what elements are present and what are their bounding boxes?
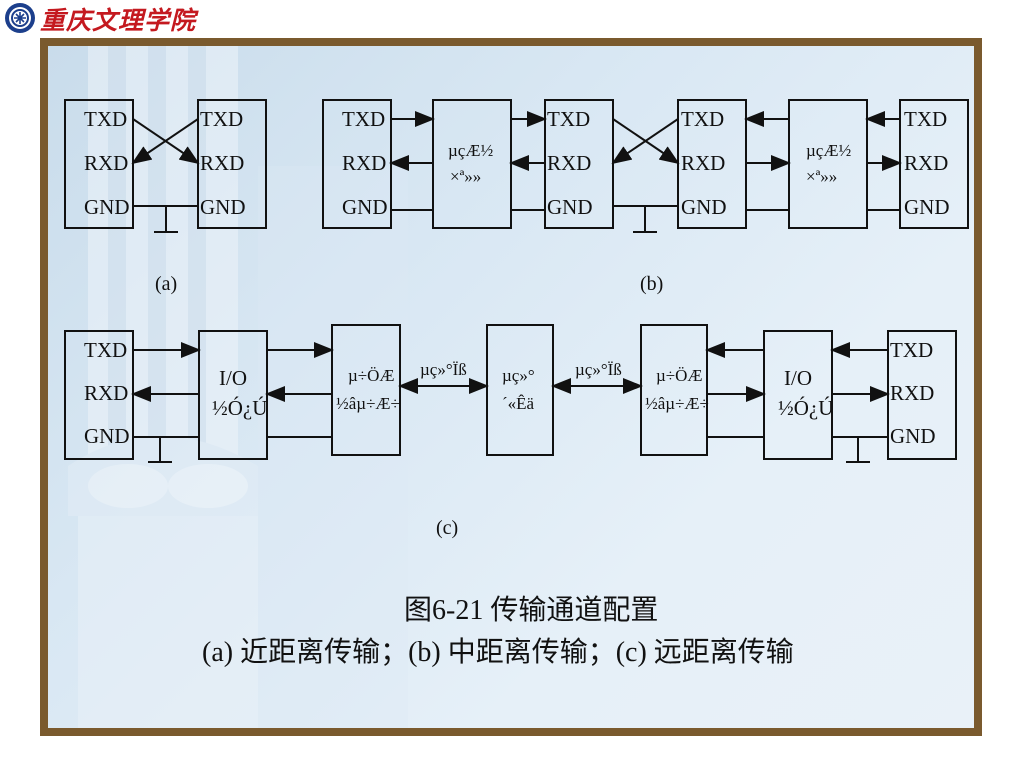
b-modem2-line1: µçÆ½ bbox=[806, 141, 851, 160]
c-io1-line1: I/O bbox=[219, 366, 247, 390]
a-right-gnd: GND bbox=[200, 195, 246, 219]
b-mid2-rxd: RXD bbox=[681, 151, 725, 175]
c-line-label-1: µç»°Ïß bbox=[420, 360, 467, 379]
c-io2-line2: ½Ó¿Ú bbox=[778, 396, 833, 420]
c-line-label-2: µç»°Ïß bbox=[575, 360, 622, 379]
c-left-txd: TXD bbox=[84, 338, 127, 362]
c-exchange-line2: ´«Êä bbox=[502, 394, 535, 413]
school-name: 重庆文理学院 bbox=[40, 6, 197, 35]
c-left-gnd: GND bbox=[84, 424, 130, 448]
c-io2-line1: I/O bbox=[784, 366, 812, 390]
b-right-txd: TXD bbox=[904, 107, 947, 131]
b-right-gnd: GND bbox=[904, 195, 950, 219]
c-right-txd: TXD bbox=[890, 338, 933, 362]
figure-subtitle: (a) 近距离传输；(b) 中距离传输；(c) 远距离传输 bbox=[202, 637, 794, 668]
caption-b: (b) bbox=[640, 273, 663, 295]
a-right-txd: TXD bbox=[200, 107, 243, 131]
b-mid2-txd: TXD bbox=[681, 107, 724, 131]
b-modem1-line2: ×ª»» bbox=[450, 167, 481, 186]
caption-c: (c) bbox=[436, 517, 458, 539]
c-modem2-line1: µ÷ÖÆ bbox=[656, 366, 703, 385]
b-mid2-gnd: GND bbox=[681, 195, 727, 219]
pillar-illustration bbox=[68, 46, 408, 728]
c-modem1-line1: µ÷ÖÆ bbox=[348, 366, 395, 385]
c-modem2-line2: ½âµ÷Æ÷ bbox=[645, 394, 709, 413]
c-modem1-line2: ½âµ÷Æ÷ bbox=[336, 394, 400, 413]
b-modem1-line1: µçÆ½ bbox=[448, 141, 493, 160]
c-right-rxd: RXD bbox=[890, 381, 934, 405]
c-right-gnd: GND bbox=[890, 424, 936, 448]
figure-title: 图6-21 传输通道配置 bbox=[404, 595, 659, 626]
header-bar: 重庆文理学院 bbox=[0, 0, 1024, 38]
b-right-rxd: RXD bbox=[904, 151, 948, 175]
b-left-gnd: GND bbox=[342, 195, 388, 219]
caption-a: (a) bbox=[155, 273, 177, 295]
b-mid1-gnd: GND bbox=[547, 195, 593, 219]
b-modem2-line2: ×ª»» bbox=[806, 167, 837, 186]
a-left-rxd: RXD bbox=[84, 151, 128, 175]
a-right-rxd: RXD bbox=[200, 151, 244, 175]
c-io1-line2: ½Ó¿Ú bbox=[212, 396, 267, 420]
b-left-rxd: RXD bbox=[342, 151, 386, 175]
university-emblem-icon bbox=[5, 3, 35, 33]
b-mid1-txd: TXD bbox=[547, 107, 590, 131]
c-exchange-line1: µç»° bbox=[502, 366, 535, 385]
a-left-gnd: GND bbox=[84, 195, 130, 219]
a-left-txd: TXD bbox=[84, 107, 127, 131]
b-left-txd: TXD bbox=[342, 107, 385, 131]
c-left-rxd: RXD bbox=[84, 381, 128, 405]
b-mid1-rxd: RXD bbox=[547, 151, 591, 175]
